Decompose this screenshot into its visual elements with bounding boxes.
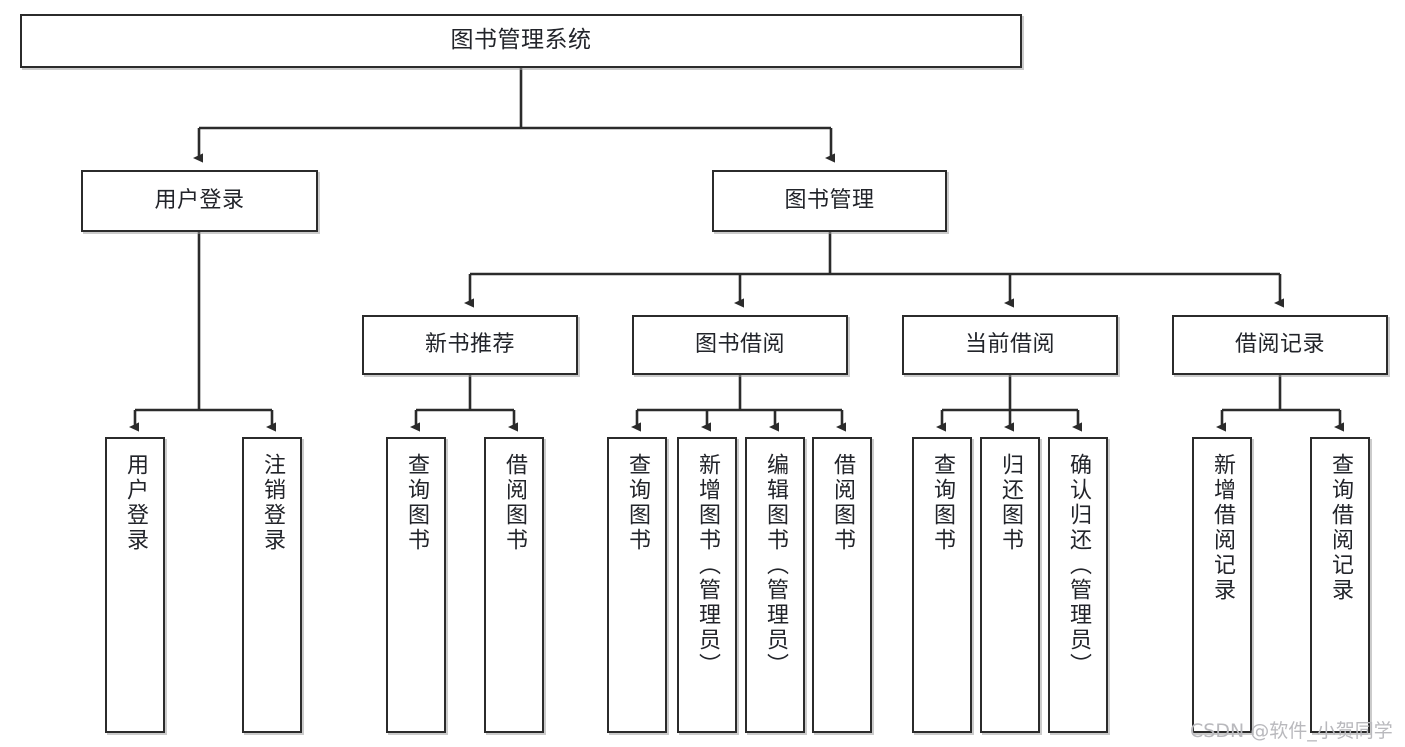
leaf-label: 查询图书 [930, 453, 955, 553]
node-current-borrow[interactable]: 当前借阅 [902, 315, 1118, 375]
leaf-label: 用户登录 [123, 453, 148, 553]
leaf-current-borrow-return[interactable]: 归还图书 [980, 437, 1040, 733]
node-new-book-recommend-label: 新书推荐 [424, 332, 515, 358]
leaf-user-login-login[interactable]: 用户登录 [105, 437, 165, 733]
leaf-book-borrow-query[interactable]: 查询图书 [607, 437, 667, 733]
node-user-login[interactable]: 用户登录 [81, 170, 318, 232]
leaf-label: 新增图书（管理员） [695, 453, 720, 678]
node-book-borrow[interactable]: 图书借阅 [632, 315, 848, 375]
leaf-label: 查询图书 [625, 453, 650, 553]
leaf-book-borrow-add[interactable]: 新增图书（管理员） [677, 437, 737, 733]
leaf-borrow-record-add[interactable]: 新增借阅记录 [1192, 437, 1252, 733]
csdn-watermark: CSDN @软件_小贺同学 [1190, 720, 1393, 742]
node-borrow-record[interactable]: 借阅记录 [1172, 315, 1388, 375]
node-book-borrow-label: 图书借阅 [694, 332, 785, 358]
leaf-label: 归还图书 [998, 453, 1023, 553]
leaf-new-book-borrow[interactable]: 借阅图书 [484, 437, 544, 733]
leaf-label: 查询图书 [404, 453, 429, 553]
leaf-book-borrow-borrow[interactable]: 借阅图书 [812, 437, 872, 733]
leaf-new-book-query[interactable]: 查询图书 [386, 437, 446, 733]
node-book-management[interactable]: 图书管理 [712, 170, 947, 232]
node-root-label: 图书管理系统 [450, 27, 592, 54]
leaf-current-borrow-query[interactable]: 查询图书 [912, 437, 972, 733]
leaf-label: 新增借阅记录 [1210, 453, 1235, 603]
leaf-label: 借阅图书 [502, 453, 527, 553]
leaf-label: 查询借阅记录 [1328, 453, 1353, 603]
leaf-label: 注销登录 [260, 453, 285, 553]
node-new-book-recommend[interactable]: 新书推荐 [362, 315, 578, 375]
leaf-label: 借阅图书 [830, 453, 855, 553]
leaf-label: 编辑图书（管理员） [763, 453, 788, 678]
node-current-borrow-label: 当前借阅 [964, 332, 1055, 358]
leaf-current-borrow-confirm-return[interactable]: 确认归还（管理员） [1048, 437, 1108, 733]
leaf-label: 确认归还（管理员） [1066, 453, 1091, 678]
leaf-borrow-record-query[interactable]: 查询借阅记录 [1310, 437, 1370, 733]
node-root[interactable]: 图书管理系统 [20, 14, 1022, 68]
node-borrow-record-label: 借阅记录 [1234, 332, 1325, 358]
node-book-management-label: 图书管理 [784, 188, 875, 214]
leaf-book-borrow-edit[interactable]: 编辑图书（管理员） [745, 437, 805, 733]
node-user-login-label: 用户登录 [154, 188, 245, 214]
leaf-user-login-logout[interactable]: 注销登录 [242, 437, 302, 733]
